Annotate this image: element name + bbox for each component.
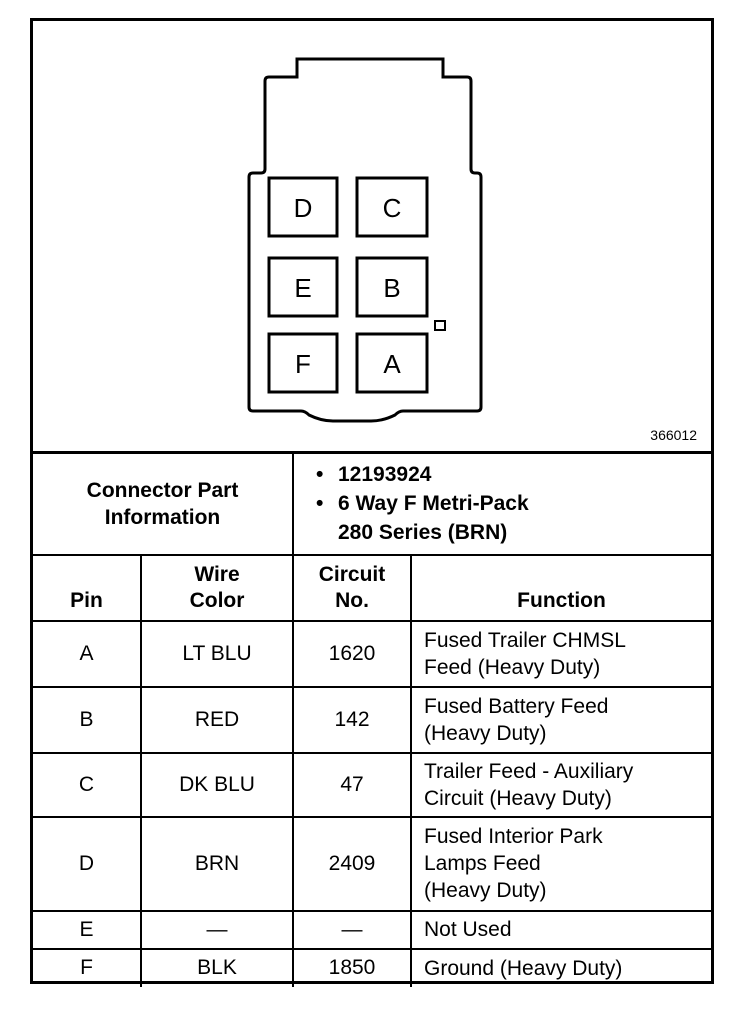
function-cell: Fused Interior Park Lamps Feed (Heavy Du…: [410, 815, 711, 912]
table-row: D BRN 2409 Fused Interior Park Lamps Fee…: [33, 815, 711, 912]
table-row: F BLK 1850 Ground (Heavy Duty): [33, 947, 711, 987]
function-cell: Trailer Feed - Auxiliary Circuit (Heavy …: [410, 751, 711, 818]
connector-part-row: Connector Part Information •12193924 •6 …: [33, 451, 711, 556]
connector-sheet: D C E B F A 366012: [30, 18, 714, 987]
function-cell: Fused Battery Feed (Heavy Duty): [410, 685, 711, 754]
circuit-cell: 47: [292, 751, 412, 818]
figure-number: 366012: [650, 427, 697, 443]
pin-cell: A: [33, 619, 142, 688]
circuit-cell: 2409: [292, 815, 412, 912]
function-cell: Not Used: [410, 909, 711, 950]
connector-description-bullet: •6 Way F Metri-Pack: [316, 492, 529, 516]
wire-color-cell: LT BLU: [140, 619, 294, 688]
connector-part-label: Connector Part Information: [33, 451, 294, 556]
connector-face-diagram: D C E B F A: [247, 57, 483, 423]
function-cell: Ground (Heavy Duty): [410, 947, 711, 987]
pin-cavity-E: E: [267, 256, 339, 318]
wire-color-cell: RED: [140, 685, 294, 754]
connector-housing: [247, 57, 483, 423]
pin-label-F: F: [295, 349, 311, 379]
wire-color-cell: BRN: [140, 815, 294, 912]
col-header-circuit: Circuit No.: [292, 553, 412, 622]
connector-series: 280 Series (BRN): [338, 521, 508, 545]
pin-cell: B: [33, 685, 142, 754]
table-row: A LT BLU 1620 Fused Trailer CHMSL Feed (…: [33, 619, 711, 688]
col-header-wire-color: Wire Color: [140, 553, 294, 622]
pin-cell: C: [33, 751, 142, 818]
wire-color-cell: DK BLU: [140, 751, 294, 818]
pin-cell: D: [33, 815, 142, 912]
col-header-pin: Pin: [33, 553, 142, 622]
circuit-cell: —: [292, 909, 412, 950]
connector-description: 6 Way F Metri-Pack: [338, 492, 529, 516]
pin-label-D: D: [294, 193, 313, 223]
pin-cell: F: [33, 947, 142, 987]
table-row: E — — Not Used: [33, 909, 711, 950]
circuit-cell: 1850: [292, 947, 412, 987]
connector-part-details: •12193924 •6 Way F Metri-Pack 280 Series…: [292, 451, 711, 556]
table-row: B RED 142 Fused Battery Feed (Heavy Duty…: [33, 685, 711, 754]
col-header-function: Function: [410, 553, 711, 622]
function-cell: Fused Trailer CHMSL Feed (Heavy Duty): [410, 619, 711, 688]
column-header-row: Pin Wire Color Circuit No. Function: [33, 553, 711, 622]
pin-cavity-D: D: [267, 176, 339, 238]
pin-cavity-A: A: [355, 332, 429, 394]
keying-mark: [434, 320, 446, 331]
connector-info-table: Connector Part Information •12193924 •6 …: [33, 451, 711, 987]
part-number-bullet: •12193924: [316, 463, 432, 487]
pin-label-C: C: [383, 193, 402, 223]
pin-cell: E: [33, 909, 142, 950]
part-number: 12193924: [338, 463, 432, 487]
pin-label-E: E: [294, 273, 311, 303]
wire-color-cell: BLK: [140, 947, 294, 987]
pin-label-B: B: [383, 273, 400, 303]
table-row: C DK BLU 47 Trailer Feed - Auxiliary Cir…: [33, 751, 711, 818]
circuit-cell: 1620: [292, 619, 412, 688]
pin-cavity-B: B: [355, 256, 429, 318]
wire-color-cell: —: [140, 909, 294, 950]
pin-cavity-F: F: [267, 332, 339, 394]
circuit-cell: 142: [292, 685, 412, 754]
pin-label-A: A: [383, 349, 401, 379]
pin-cavity-C: C: [355, 176, 429, 238]
